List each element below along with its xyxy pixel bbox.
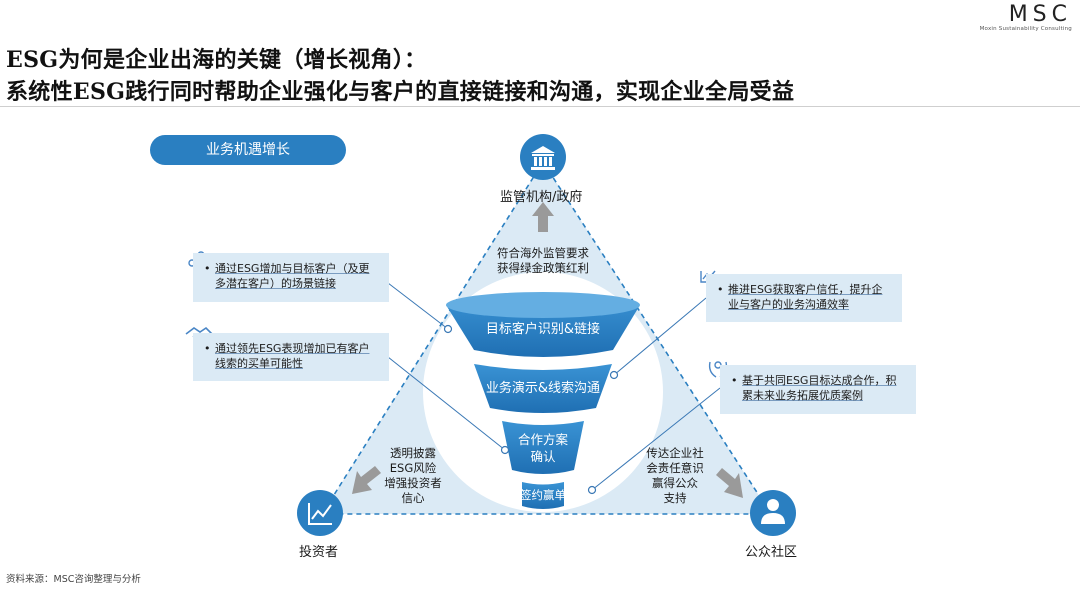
funnel-rim	[446, 292, 640, 318]
arrow-to-investor	[352, 466, 381, 494]
bullet: •	[731, 374, 738, 387]
funnel-stage-2-label: 业务演示&线索沟通	[485, 381, 601, 396]
person-icon	[761, 499, 785, 524]
bank-icon	[531, 146, 555, 170]
brand-logo: MSC Moxin Sustainability Consulting	[979, 2, 1072, 33]
note-right-1: • 推进ESG获取客户信任，提升企业与客户的业务沟通效率	[706, 274, 902, 322]
page-title: ESG为何是企业出海的关键（增长视角）：	[6, 47, 427, 73]
note-left-1: • 通过ESG增加与目标客户（及更多潜在客户）的场景链接	[193, 253, 389, 302]
arrow-to-regulator	[532, 202, 554, 232]
header-divider	[0, 106, 1080, 107]
bullet: •	[717, 283, 724, 296]
connector-right-2	[591, 387, 721, 491]
logo-mark: MSC	[1008, 2, 1072, 27]
note-left-2: • 通过领先ESG表现增加已有客户线索的买单可能性	[193, 333, 389, 381]
connector-left-1	[387, 282, 449, 330]
investor-label: 投资者	[299, 545, 339, 560]
chart-icon	[308, 503, 332, 525]
funnel-stage-2	[474, 364, 612, 413]
logo-subtitle: Moxin Sustainability Consulting	[979, 26, 1072, 32]
business-growth-pill: 业务机遇增长	[150, 135, 346, 165]
regulator-label: 监管机构/政府	[500, 190, 583, 205]
note-right-1-text: 推进ESG获取客户信任，提升企业与客户的业务沟通效率	[728, 283, 883, 311]
funnel-stage-1-label: 目标客户识别&链接	[485, 322, 601, 337]
source-note: 资料来源：MSC咨询整理与分析	[6, 574, 141, 585]
funnel-stage-4	[522, 482, 564, 509]
note-left-2-text: 通过领先ESG表现增加已有客户线索的买单可能性	[215, 342, 370, 370]
public-benefit-note: 传达企业社 会责任意识 赢得公众 支持	[646, 446, 704, 505]
regulator-benefit-note: 符合海外监管要求 获得绿金政策红利	[497, 246, 589, 275]
funnel-stage-3-label: 合作方案 确认	[517, 432, 568, 464]
connector-right-1	[613, 297, 707, 376]
bullet: •	[204, 262, 211, 275]
page-subtitle: 系统性ESG践行同时帮助企业强化与客户的直接链接和沟通，实现企业全局受益	[6, 79, 795, 105]
public-label: 公众社区	[745, 545, 798, 560]
bullet: •	[204, 342, 211, 355]
note-right-2-text: 基于共同ESG目标达成合作，积累未来业务拓展优质案例	[742, 374, 897, 402]
funnel-stage-3	[502, 421, 584, 474]
note-right-2: • 基于共同ESG目标达成合作，积累未来业务拓展优质案例	[720, 365, 916, 414]
connector-left-2	[387, 356, 506, 451]
investor-benefit-note: 透明披露 ESG风险 增强投资者 信心	[384, 446, 442, 505]
regulator-node	[520, 134, 566, 180]
arrow-to-public	[716, 468, 743, 498]
funnel-stage-4-label: 签约赢单	[520, 488, 566, 502]
note-left-1-text: 通过ESG增加与目标客户（及更多潜在客户）的场景链接	[215, 262, 370, 290]
